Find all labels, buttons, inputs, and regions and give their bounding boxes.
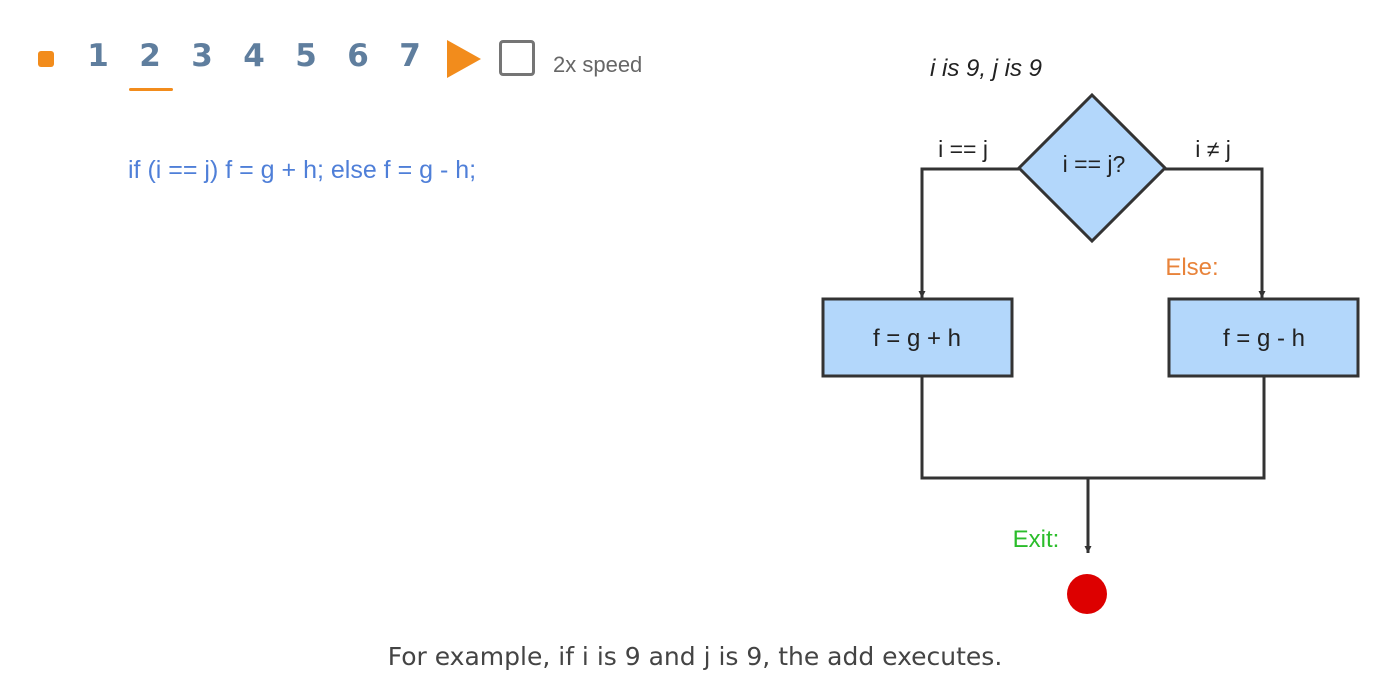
else-box-label: f = g - h bbox=[1223, 325, 1305, 352]
step-4-button[interactable]: 4 bbox=[243, 38, 265, 74]
step-3-button[interactable]: 3 bbox=[191, 38, 213, 74]
step-2-button[interactable]: 2 bbox=[129, 38, 173, 91]
exit-dot bbox=[1067, 574, 1107, 614]
true-branch-arrow bbox=[918, 167, 1019, 298]
step-1-button[interactable]: 1 bbox=[87, 38, 109, 74]
step-6-button[interactable]: 6 bbox=[347, 38, 369, 74]
code-line: if (i == j) f = g + h; else f = g - h; bbox=[128, 156, 477, 184]
state-label: i is 9, j is 9 bbox=[930, 55, 1042, 82]
false-branch-arrow bbox=[1165, 167, 1266, 298]
stop-button[interactable] bbox=[38, 51, 54, 67]
merge-line bbox=[920, 376, 1266, 480]
play-icon[interactable] bbox=[447, 40, 481, 78]
decision-diamond bbox=[1016, 92, 1168, 244]
speed-label: 2x speed bbox=[553, 52, 643, 77]
speed-checkbox[interactable] bbox=[499, 40, 535, 76]
true-branch-label: i == j bbox=[938, 136, 988, 162]
decision-label: i == j? bbox=[1063, 151, 1126, 177]
then-box-label: f = g + h bbox=[873, 325, 961, 352]
caption: For example, if i is 9 and j is 9, the a… bbox=[387, 642, 1003, 671]
step-7-button[interactable]: 7 bbox=[399, 38, 421, 74]
exit-label: Exit: bbox=[1013, 526, 1060, 553]
else-label: Else: bbox=[1165, 254, 1218, 281]
step-5-button[interactable]: 5 bbox=[295, 38, 317, 74]
false-branch-label: i ≠ j bbox=[1195, 136, 1231, 162]
else-box bbox=[1167, 297, 1360, 378]
then-box bbox=[821, 297, 1014, 378]
